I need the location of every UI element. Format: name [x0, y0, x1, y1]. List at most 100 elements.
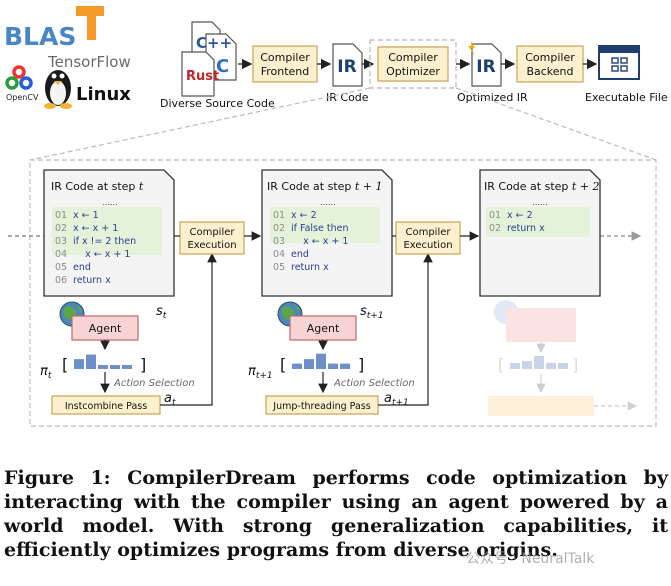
policy-bars-t1	[292, 353, 350, 369]
agent-label-t: Agent	[89, 322, 122, 335]
bracket-right: ]	[140, 355, 146, 374]
expansion-frame	[29, 159, 657, 427]
code-line-number: 06	[55, 275, 67, 286]
code-line-text: end	[291, 249, 309, 260]
code-line-number: 04	[55, 249, 67, 260]
policy-bar	[110, 365, 120, 369]
action-selection-label-t1: Action Selection	[333, 378, 415, 389]
faded-bracket-right: ]	[572, 355, 578, 374]
source-files-icon	[181, 21, 237, 97]
code-line-number: 01	[273, 210, 285, 221]
exec-line2-t1: Execution	[403, 240, 452, 251]
code-line-text: x ← x + 1	[73, 249, 130, 260]
exec-line2-t: Execution	[187, 240, 236, 251]
c-label: C	[216, 56, 229, 77]
tux-icon	[44, 70, 72, 109]
compiler-execution-box-t	[179, 221, 245, 255]
opencv-logo: OpenCV	[6, 93, 39, 102]
agent-label-t1: Agent	[307, 322, 340, 335]
executable-window-icon	[598, 45, 640, 80]
code-lines-t1: 01 x ← 2 02 if False then 03 x ← x + 1 04 end 0…	[273, 210, 348, 273]
ir-text: IR	[337, 57, 356, 77]
cpp-label: C++	[196, 34, 232, 52]
state-label-t: st	[156, 304, 167, 321]
code-highlight	[486, 207, 590, 237]
policy-bar	[98, 365, 108, 369]
faded-pass-box	[488, 396, 594, 416]
linux-logo: Linux	[76, 84, 131, 105]
code-line-text: x ← 2	[291, 210, 317, 221]
optimizer-line2: Optimizer	[386, 65, 440, 78]
tensorflow-icon	[76, 6, 104, 40]
backend-line1: Compiler	[525, 51, 575, 64]
policy-bar	[304, 359, 314, 369]
code-line-number: 03	[273, 236, 285, 247]
code-line-text: x ← 1	[73, 210, 99, 221]
optimized-ir-doc-icon	[471, 43, 502, 87]
exec-line1-t1: Compiler	[405, 227, 451, 238]
policy-label-t1: πt+1	[248, 364, 273, 381]
code-card-t-title: IR Code at step t	[51, 180, 144, 193]
policy-bar	[292, 363, 302, 369]
code-line-number: 04	[273, 249, 285, 260]
pass-label-t1: Jump-threading Pass	[272, 401, 370, 412]
faded-agent-box	[506, 308, 576, 342]
code-line-number: 02	[55, 223, 67, 234]
policy-bar	[340, 363, 350, 369]
code-line-number: 02	[489, 223, 501, 234]
code-ellipsis: ......	[532, 198, 547, 207]
policy-label-t: πt	[40, 364, 52, 381]
tensorflow-logo: TensorFlow	[47, 53, 131, 71]
action-selection-label-t: Action Selection	[113, 378, 195, 389]
bracket-left: [	[62, 355, 68, 374]
code-line-text: if x != 2 then	[73, 236, 136, 247]
code-line-text: return x	[291, 262, 329, 273]
zoom-line-right	[455, 87, 657, 161]
frontend-line1: Compiler	[260, 51, 310, 64]
opt-ir-label: Optimized IR	[457, 91, 528, 104]
code-ellipsis: ......	[102, 198, 117, 207]
code-line-number: 05	[273, 262, 285, 273]
code-line-number: 05	[55, 262, 67, 273]
policy-bar	[86, 354, 96, 369]
code-line-number: 02	[273, 223, 285, 234]
code-card-t1-title: IR Code at step t + 1	[267, 180, 383, 193]
code-line-text: if False then	[291, 223, 348, 234]
step-t1-group: IR Code at step t + 1 ...... 01 x ← 2 02 if…	[248, 169, 480, 415]
backend-line2: Backend	[526, 65, 573, 78]
bracket-right: ]	[358, 355, 364, 374]
source-label: Diverse Source Code	[160, 97, 275, 110]
ir-label: IR Code	[326, 91, 369, 104]
step-t-group: IR Code at step t ...... 01 x ← 1 02 x ← x …	[40, 169, 262, 415]
policy-bar	[74, 359, 84, 369]
code-highlight	[270, 207, 380, 243]
code-card-t2-title: IR Code at step t + 2	[484, 180, 600, 193]
arrow	[378, 252, 433, 406]
figure-caption: Figure 1: CompilerDream performs code op…	[4, 467, 668, 561]
action-label-t1: at+1	[384, 391, 409, 408]
figure-diagram: BLAS TensorFlow OpenCV Linux C++ C Rust …	[4, 6, 668, 427]
optimizer-focus-frame	[369, 39, 457, 89]
policy-bar	[122, 365, 132, 369]
ir-doc-icon	[332, 43, 363, 87]
code-line-number: 01	[55, 210, 67, 221]
code-line-text: x ← 2	[507, 210, 533, 221]
exe-label: Executable File	[585, 91, 668, 104]
exec-line1-t: Compiler	[189, 227, 235, 238]
opencv-icon	[5, 65, 33, 90]
compiler-execution-box-t1	[395, 221, 461, 255]
watermark: 公众号 · NeuralTalk	[466, 551, 595, 567]
code-line-text: x ← x + 1	[291, 236, 348, 247]
compiler-backend-box	[516, 45, 584, 83]
state-label-t1: st+1	[360, 304, 384, 321]
zoom-line-left	[29, 87, 371, 161]
code-line-text: x ← x + 1	[73, 223, 118, 234]
code-ellipsis: ......	[320, 198, 335, 207]
arrow	[160, 252, 217, 406]
policy-bars-t	[74, 354, 132, 369]
rust-label: Rust	[186, 69, 219, 84]
pass-label-t: Instcombine Pass	[65, 401, 147, 412]
lightning-icon	[468, 40, 476, 57]
